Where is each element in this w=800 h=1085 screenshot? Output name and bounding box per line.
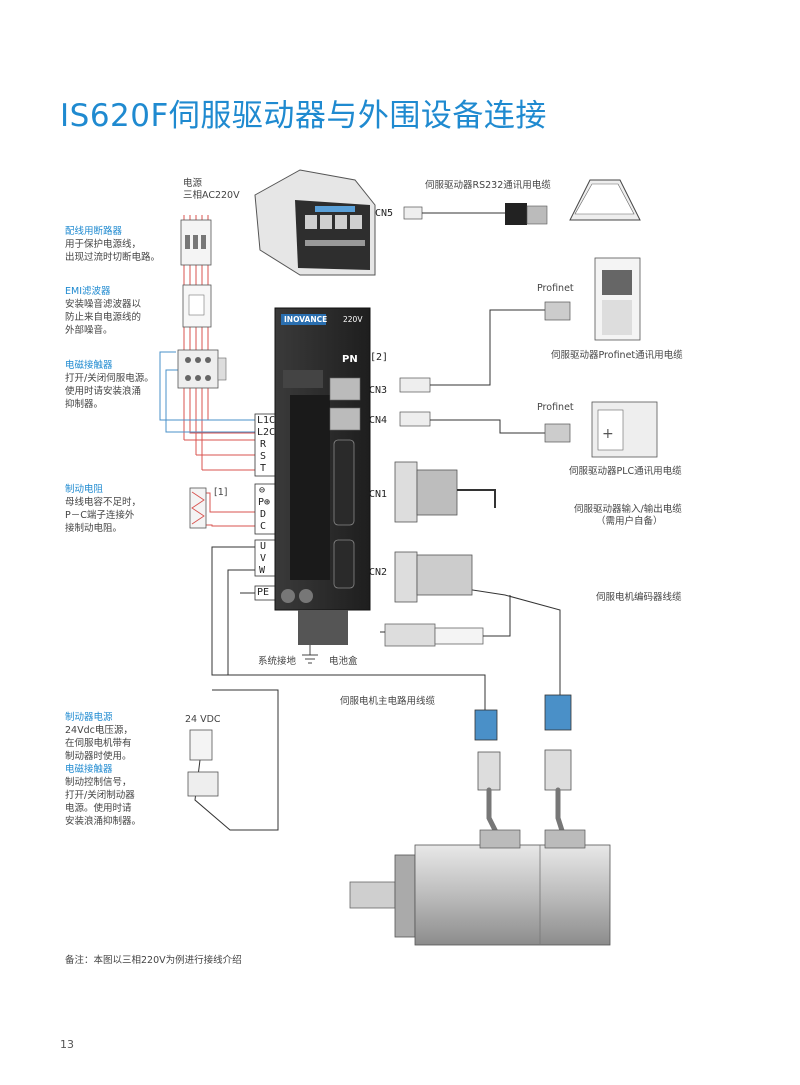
ground-label: 系统接地 bbox=[258, 656, 297, 667]
port-note-2: [2] bbox=[370, 352, 389, 363]
terminal-s: S bbox=[260, 451, 267, 462]
brake-res-note: [1] bbox=[214, 487, 228, 498]
power-label-1: 电源 bbox=[183, 178, 203, 189]
drive-voltage: 220V bbox=[343, 315, 363, 324]
emi-desc-1: 安装噪音滤波器以 bbox=[65, 299, 142, 310]
encoder-plug bbox=[544, 694, 572, 791]
brake-contactor-desc-4: 安装浪涌抑制器。 bbox=[65, 816, 142, 827]
brake-power-desc-1: 24Vdc电压源， bbox=[65, 725, 133, 736]
cn4-cable bbox=[399, 411, 571, 443]
vdc-label: 24 VDC bbox=[185, 714, 221, 725]
port-cn4: CN4 bbox=[369, 415, 388, 426]
breaker-desc-2: 出现过流时切断电路。 bbox=[65, 252, 161, 263]
terminal-r: R bbox=[260, 439, 267, 450]
contactor-desc-2: 使用时请安装浪涌 bbox=[65, 386, 142, 397]
io-cable-label-2: （需用户自备） bbox=[596, 516, 663, 527]
breaker-name: 配线用断路器 bbox=[65, 226, 123, 237]
footnote: 备注：本图以三相220V为例进行接线介绍 bbox=[65, 955, 242, 966]
terminal-pe: PE bbox=[257, 587, 270, 598]
port-cn5: CN5 bbox=[375, 208, 394, 219]
plc-device: + bbox=[591, 401, 658, 458]
io-cable-label-1: 伺服驱动器输入/输出电缆 bbox=[574, 504, 682, 515]
emi-desc-3: 外部噪音。 bbox=[65, 325, 113, 336]
power-label-2: 三相AC220V bbox=[183, 190, 240, 201]
brake-res-desc-2: P－C端子连接外 bbox=[65, 510, 135, 521]
main-cable-label: 伺服电机主电路用线缆 bbox=[340, 696, 436, 707]
cn1-connector bbox=[394, 461, 496, 523]
terminal-p-plus: P⊕ bbox=[258, 497, 271, 508]
control-wires bbox=[159, 351, 255, 433]
contactor-name: 电磁接触器 bbox=[65, 360, 113, 371]
cn3-cable bbox=[399, 301, 571, 393]
braking-resistor bbox=[189, 487, 207, 529]
plc-cable-label: 伺服驱动器PLC通讯用电缆 bbox=[569, 466, 682, 477]
circuit-breaker bbox=[180, 219, 212, 266]
port-cn2: CN2 bbox=[369, 567, 388, 578]
cn2-connector bbox=[394, 551, 473, 603]
terminal-strip bbox=[254, 413, 276, 601]
terminal-l2c: L2C bbox=[257, 427, 276, 438]
profinet-device-1 bbox=[594, 257, 641, 341]
port-cn1: CN1 bbox=[369, 489, 388, 500]
motor-power-plug bbox=[474, 709, 501, 791]
battery-label: 电池盒 bbox=[329, 656, 358, 667]
emi-desc-2: 防止来自电源线的 bbox=[65, 312, 142, 323]
magnetic-contactor bbox=[177, 349, 227, 389]
port-cn3: CN3 bbox=[369, 385, 388, 396]
terminal-v: V bbox=[260, 553, 267, 564]
brake-contactor-desc-1: 制动控制信号， bbox=[65, 777, 132, 788]
brake-res-name: 制动电阻 bbox=[65, 484, 104, 495]
servo-motor bbox=[349, 829, 611, 946]
drive-top-view bbox=[254, 169, 376, 276]
profinet-label-1: 伺服驱动器Profinet通讯用电缆 bbox=[551, 350, 683, 361]
emi-name: EMI滤波器 bbox=[65, 286, 111, 297]
profinet-proto-2: Profinet bbox=[537, 402, 574, 413]
terminal-l1c: L1C bbox=[257, 415, 276, 426]
contactor-desc-1: 打开/关闭伺服电源。 bbox=[65, 373, 154, 384]
brake-relay bbox=[187, 729, 219, 797]
laptop bbox=[569, 179, 641, 221]
brake-res-desc-3: 接制动电阻。 bbox=[65, 523, 123, 534]
contactor-desc-3: 抑制器。 bbox=[65, 399, 104, 410]
servo-drive bbox=[274, 307, 371, 645]
brake-res-desc-1: 母线电容不足时， bbox=[65, 497, 142, 508]
drive-brand: INOVANCE bbox=[284, 315, 328, 324]
page-number: 13 bbox=[60, 1038, 74, 1051]
ground-symbol bbox=[302, 645, 318, 664]
terminal-t: T bbox=[260, 463, 267, 474]
brake-contactor-desc-3: 电源。使用时请 bbox=[65, 803, 132, 814]
page-title: IS620F伺服驱动器与外围设备连接 bbox=[60, 98, 547, 134]
terminal-c: C bbox=[260, 521, 267, 532]
battery-box bbox=[384, 623, 484, 647]
encoder-cable-label: 伺服电机编码器线缆 bbox=[596, 592, 682, 603]
terminal-u: U bbox=[260, 541, 267, 552]
terminal-d: D bbox=[260, 509, 267, 520]
svg-text:+: + bbox=[602, 426, 614, 442]
drive-pn-badge: PN bbox=[342, 354, 358, 365]
brake-power-desc-3: 制动器时使用。 bbox=[65, 751, 132, 762]
brake-contactor-desc-2: 打开/关闭制动器 bbox=[65, 790, 135, 801]
profinet-proto-1: Profinet bbox=[537, 283, 574, 294]
terminal-w: W bbox=[259, 565, 266, 576]
brake-power-desc-2: 在伺服电机带有 bbox=[65, 738, 132, 749]
terminal-minus: ⊖ bbox=[259, 485, 266, 496]
emi-filter bbox=[182, 284, 212, 328]
brake-power-name: 制动器电源 bbox=[65, 712, 113, 723]
breaker-desc-1: 用于保护电源线， bbox=[65, 239, 142, 250]
cn5-cable bbox=[403, 203, 548, 225]
brake-contactor-name: 电磁接触器 bbox=[65, 764, 113, 775]
rs232-label: 伺服驱动器RS232通讯用电缆 bbox=[425, 180, 551, 191]
